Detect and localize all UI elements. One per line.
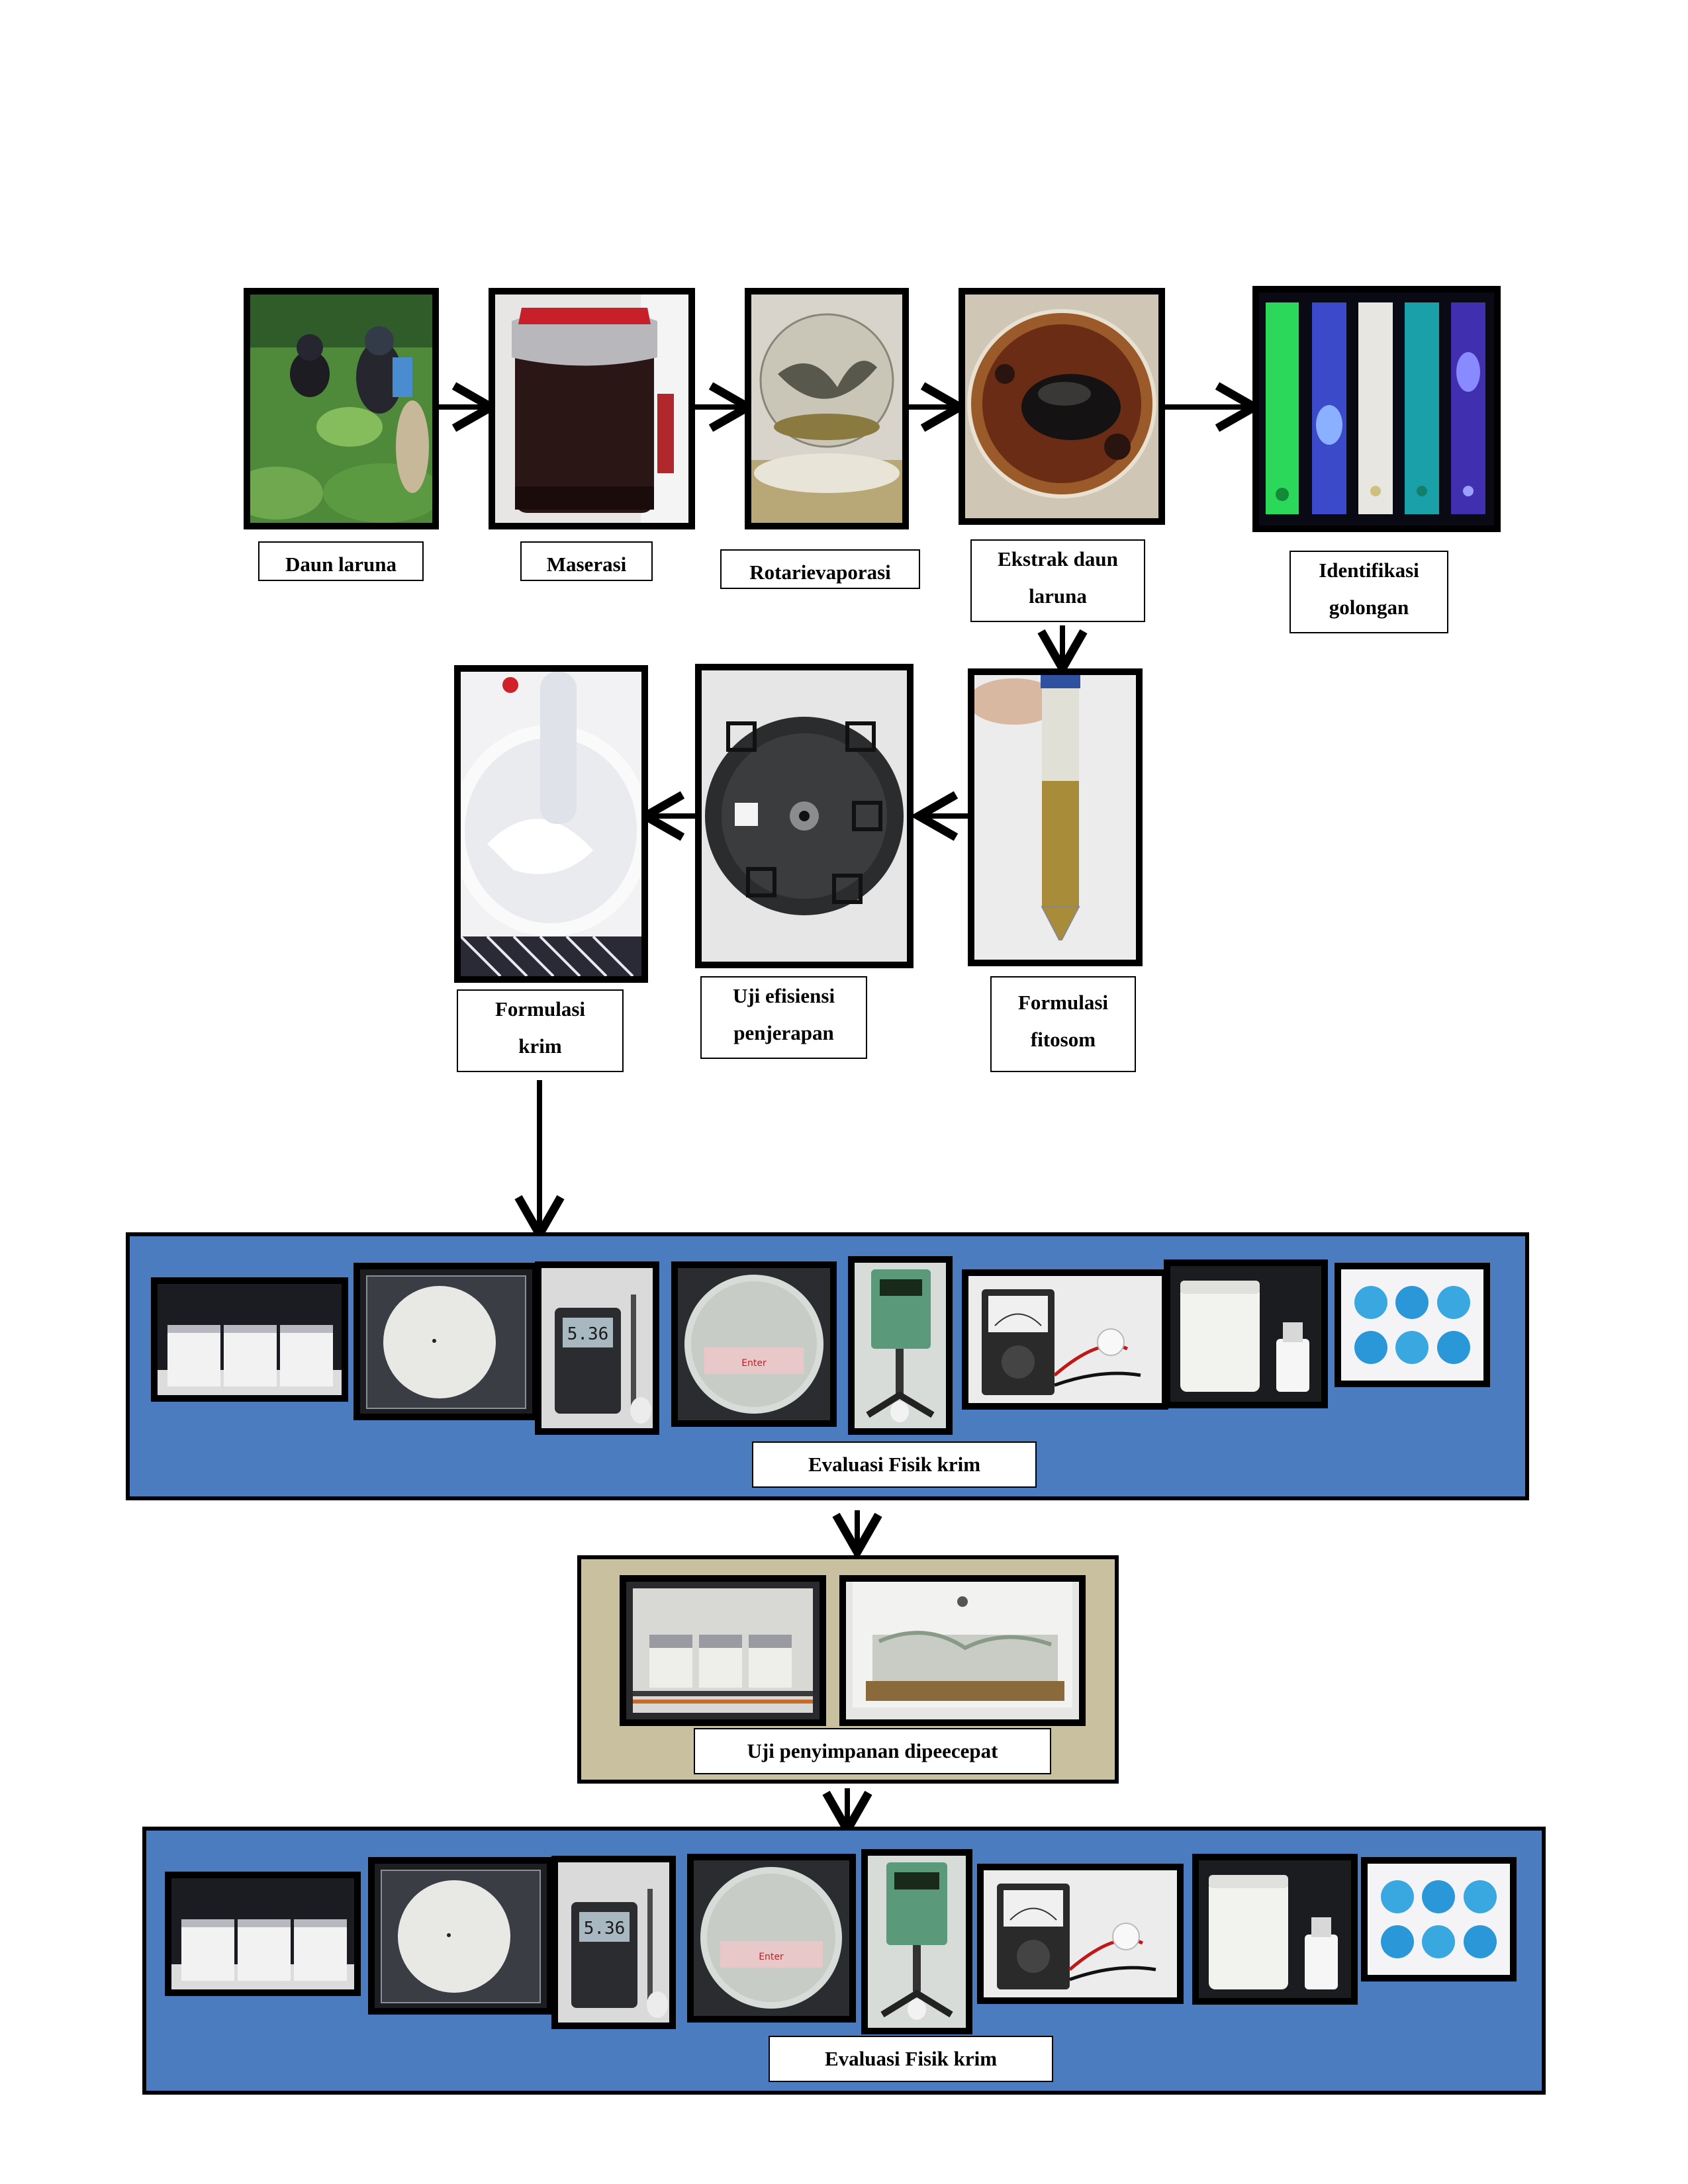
p3-cream-pots-image — [171, 1878, 354, 1989]
evaluasi-fisik-panel-1: 5.36 Enter — [126, 1232, 1529, 1500]
label-daun-laruna-text: Daun laruna — [285, 553, 397, 576]
label-ekstrak-daun-laruna: Ekstrak daun laruna — [970, 539, 1145, 622]
p1-ph-meter-image: 5.36 — [541, 1268, 653, 1428]
p3-viscometer-image — [868, 1856, 966, 2028]
p3-spreadability-photo — [368, 1857, 553, 2015]
evaluasi-fisik-panel-2: 5.36 Enter — [142, 1827, 1546, 2095]
p3-glass-plate-image — [375, 1864, 547, 2008]
label-identifikasi-line2: golongan — [1329, 596, 1409, 619]
label-uji-line1: Uji efisiensi — [732, 984, 835, 1007]
p1-cream-pots-photo — [151, 1277, 348, 1402]
p2-oven-photo-2 — [839, 1575, 1086, 1726]
p3-ph-value: 5.36 — [584, 1919, 626, 1938]
label-identifikasi-line1: Identifikasi — [1319, 559, 1419, 582]
p3-jar-vial-photo — [1192, 1854, 1358, 2005]
uji-efisiensi-photo — [695, 664, 914, 968]
identifikasi-photo — [1252, 286, 1501, 532]
p3-petri-dish-photo: Enter — [687, 1854, 856, 2023]
label-daun-laruna: Daun laruna — [258, 541, 424, 581]
p1-ph-value: 5.36 — [567, 1324, 609, 1344]
p1-blue-stain-image — [1341, 1269, 1483, 1381]
p1-jar-vial-image — [1170, 1266, 1321, 1402]
extract-dish-image — [965, 295, 1158, 518]
maceration-jar-image — [495, 295, 688, 523]
label-formulasi-fitosom: Formulasi fitosom — [990, 976, 1136, 1072]
uji-penyimpanan-panel: Uji penyimpanan dipeecepat — [577, 1555, 1119, 1784]
p3-cream-pots-photo — [165, 1872, 361, 1996]
label-evaluasi-fisik-1: Evaluasi Fisik krim — [752, 1441, 1037, 1488]
p3-ph-meter-image: 5.36 — [558, 1862, 669, 2023]
p1-multimeter-photo — [962, 1269, 1168, 1410]
p1-viscometer-photo — [848, 1256, 953, 1435]
formulasi-krim-photo — [454, 665, 648, 983]
ekstrak-photo — [959, 288, 1165, 525]
label-uji-efisiensi: Uji efisiensi penjerapan — [700, 976, 867, 1059]
p3-jar-vial-image — [1199, 1860, 1351, 1998]
daun-laruna-photo — [244, 288, 439, 529]
p3-blue-stain-image — [1368, 1864, 1510, 1975]
label-fitosom-line2: fitosom — [1030, 1028, 1096, 1051]
p2-oven-photo-1 — [620, 1575, 826, 1726]
maserasi-photo — [489, 288, 695, 529]
label-rotarievaporasi: Rotarievaporasi — [720, 549, 920, 589]
p3-ph-meter-photo: 5.36 — [551, 1856, 676, 2029]
label-maserasi: Maserasi — [520, 541, 653, 581]
p3-petri-dish-image: Enter — [694, 1860, 849, 2016]
p1-spreadability-photo — [353, 1263, 539, 1420]
p2-storage-chamber-image-1 — [626, 1582, 820, 1719]
p1-multimeter-image — [968, 1276, 1162, 1403]
p1-cream-pots-image — [158, 1284, 342, 1395]
p1-petri-dish-image: Enter — [678, 1268, 830, 1420]
label-rotarievaporasi-text: Rotarievaporasi — [749, 561, 891, 584]
p1-enter-label: Enter — [741, 1358, 767, 1369]
cream-mixing-image — [461, 672, 641, 976]
rotary-evaporator-flask-image — [751, 295, 902, 523]
p3-stain-samples-photo — [1361, 1857, 1517, 1981]
tlc-plates-image — [1259, 293, 1494, 525]
label-evaluasi-fisik-2: Evaluasi Fisik krim — [769, 2036, 1053, 2082]
p1-petri-dish-photo: Enter — [671, 1261, 837, 1427]
label-evaluasi-fisik-1-text: Evaluasi Fisik krim — [808, 1453, 981, 1476]
p1-glass-plate-image — [360, 1269, 532, 1414]
label-evaluasi-fisik-2-text: Evaluasi Fisik krim — [824, 2047, 998, 2070]
p3-multimeter-photo — [977, 1864, 1184, 2004]
leaf-harvest-image — [250, 295, 432, 523]
p1-jar-vial-photo — [1164, 1259, 1328, 1408]
label-formulasi-krim: Formulasi krim — [457, 989, 624, 1072]
label-identifikasi-golongan: Identifikasi golongan — [1289, 551, 1448, 633]
p1-stain-samples-photo — [1335, 1263, 1490, 1387]
p1-viscometer-image — [855, 1263, 946, 1428]
label-ekstrak-line2: laruna — [1029, 584, 1087, 608]
p1-ph-meter-photo: 5.36 — [535, 1261, 659, 1435]
p2-storage-chamber-image-2 — [846, 1582, 1079, 1719]
label-uji-line2: penjerapan — [733, 1021, 834, 1044]
formulasi-fitosom-photo — [968, 668, 1143, 966]
p3-multimeter-image — [984, 1870, 1177, 1997]
label-krim-line1: Formulasi — [494, 997, 586, 1021]
centrifuge-image — [702, 670, 907, 962]
label-uji-penyimpanan-text: Uji penyimpanan dipeecepat — [747, 1739, 998, 1762]
label-fitosom-line1: Formulasi — [1017, 991, 1109, 1014]
label-ekstrak-line1: Ekstrak daun — [998, 547, 1118, 570]
label-maserasi-text: Maserasi — [546, 553, 627, 576]
p3-viscometer-photo — [861, 1849, 972, 2034]
p3-enter-label: Enter — [759, 1952, 784, 1962]
label-uji-penyimpanan: Uji penyimpanan dipeecepat — [694, 1728, 1051, 1774]
label-krim-line2: krim — [518, 1034, 562, 1058]
rotarievaporasi-photo — [745, 288, 909, 529]
phytosome-tube-image — [974, 675, 1136, 960]
